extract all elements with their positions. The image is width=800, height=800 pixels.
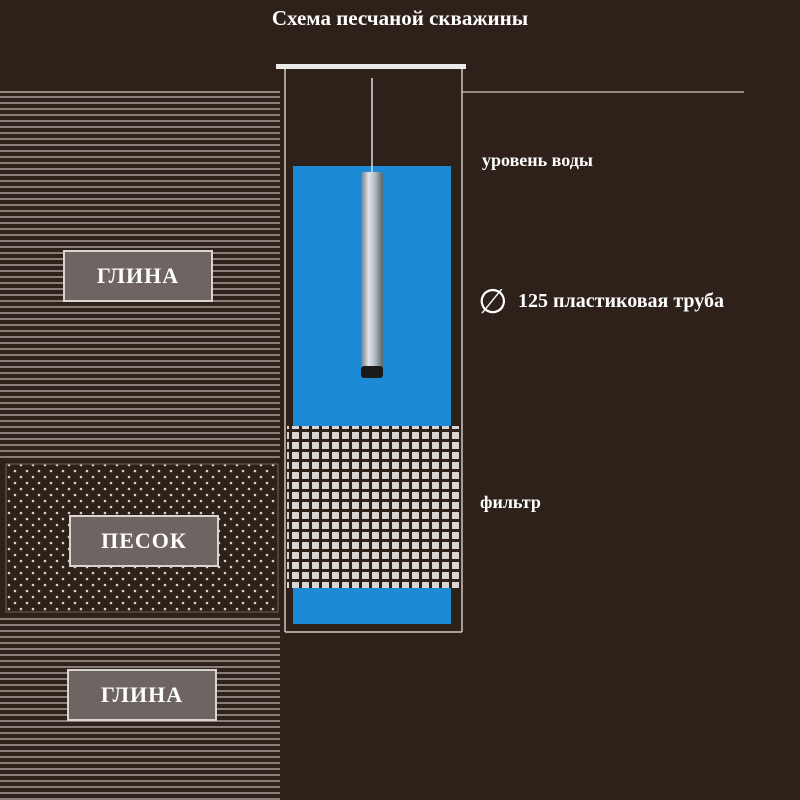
diameter-icon: ∅ bbox=[478, 282, 508, 322]
filter-label: фильтр bbox=[480, 492, 541, 512]
pump-base bbox=[361, 366, 383, 378]
top-clay-label: ГЛИНА bbox=[63, 250, 213, 302]
pipe-label: 125 пластиковая труба bbox=[518, 290, 725, 312]
diagram-title: Схема песчаной скважины bbox=[271, 6, 529, 30]
submersible-pump bbox=[361, 172, 383, 372]
sand-label: ПЕСОК bbox=[69, 515, 219, 567]
well-cap bbox=[276, 64, 466, 69]
filter-section bbox=[287, 426, 461, 588]
water-level-label: уровень воды bbox=[482, 150, 593, 170]
bottom-clay-label: ГЛИНА bbox=[67, 669, 217, 721]
